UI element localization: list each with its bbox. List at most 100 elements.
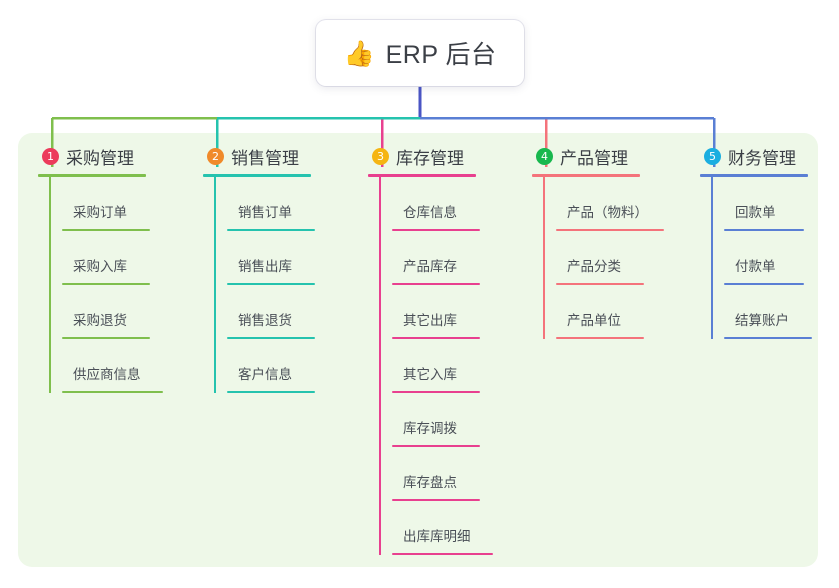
child-label: 产品分类: [567, 259, 621, 274]
branch-number-badge: 2: [207, 147, 224, 165]
branch-number-badge: 5: [704, 147, 721, 165]
child-underline: [556, 337, 644, 339]
child-label: 产品库存: [403, 259, 457, 274]
branch-header-2[interactable]: 2 销售管理: [203, 143, 311, 169]
branch-header-1[interactable]: 1 采购管理: [38, 143, 146, 169]
child-underline: [556, 283, 644, 285]
branch-spine: [379, 177, 381, 555]
branch-child-item[interactable]: 供应商信息: [62, 339, 163, 393]
branch-child-item[interactable]: 出库库明细: [392, 501, 493, 555]
child-label: 供应商信息: [73, 367, 141, 382]
branch-underline: [700, 174, 808, 177]
child-label: 销售退货: [238, 313, 292, 328]
child-label: 采购退货: [73, 313, 127, 328]
branch-children: 销售订单销售出库销售退货客户信息: [214, 177, 315, 393]
branch-children: 回款单付款单结算账户: [711, 177, 812, 339]
branch-children: 采购订单采购入库采购退货供应商信息: [49, 177, 163, 393]
child-label: 销售出库: [238, 259, 292, 274]
branch-child-item[interactable]: 销售退货: [227, 285, 315, 339]
branch-number-badge: 4: [536, 147, 553, 165]
branch-child-item[interactable]: 采购退货: [62, 285, 150, 339]
branch-child-item[interactable]: 采购订单: [62, 177, 150, 231]
branch-title: 销售管理: [231, 148, 299, 168]
branch-header-4[interactable]: 4 产品管理: [532, 143, 640, 169]
child-underline: [556, 229, 664, 231]
child-label: 采购订单: [73, 205, 127, 220]
child-label: 销售订单: [238, 205, 292, 220]
branch-underline: [368, 174, 476, 177]
branch-child-item[interactable]: 付款单: [724, 231, 808, 285]
child-underline: [392, 229, 480, 231]
root-node-card[interactable]: 👍 ERP 后台: [316, 20, 524, 86]
branch-title: 产品管理: [560, 148, 628, 168]
child-label: 结算账户: [735, 313, 789, 328]
child-underline: [724, 283, 804, 285]
child-label: 出库库明细: [403, 529, 471, 544]
child-underline: [392, 337, 480, 339]
child-underline: [62, 391, 163, 393]
child-underline: [392, 553, 493, 555]
child-label: 客户信息: [238, 367, 292, 382]
branch-column-3: 3 库存管理仓库信息产品库存其它出库其它入库库存调拨库存盘点出库库明细: [368, 143, 493, 555]
branch-child-item[interactable]: 销售出库: [227, 231, 315, 285]
branch-title: 采购管理: [66, 148, 134, 168]
branch-underline: [38, 174, 146, 177]
child-underline: [392, 391, 480, 393]
branch-child-item[interactable]: 仓库信息: [392, 177, 480, 231]
branch-children: 产品（物料） 产品分类产品单位: [543, 177, 664, 339]
child-underline: [62, 283, 150, 285]
branch-child-item[interactable]: 产品库存: [392, 231, 480, 285]
child-underline: [227, 229, 315, 231]
child-label: 库存调拨: [403, 421, 457, 436]
child-label: 其它入库: [403, 367, 457, 382]
branch-column-1: 1 采购管理采购订单采购入库采购退货供应商信息: [38, 143, 163, 393]
branch-underline: [203, 174, 311, 177]
child-label: 仓库信息: [403, 205, 457, 220]
child-underline: [724, 229, 804, 231]
branch-title: 财务管理: [728, 148, 796, 168]
child-underline: [227, 391, 315, 393]
branch-child-item[interactable]: 回款单: [724, 177, 808, 231]
branch-column-2: 2 销售管理销售订单销售出库销售退货客户信息: [203, 143, 315, 393]
thumbs-up-icon: 👍: [343, 39, 375, 68]
branch-child-item[interactable]: 产品分类: [556, 231, 644, 285]
branch-child-item[interactable]: 结算账户: [724, 285, 812, 339]
child-label: 其它出库: [403, 313, 457, 328]
child-underline: [392, 499, 480, 501]
child-label: 付款单: [735, 259, 776, 274]
branch-header-5[interactable]: 5 财务管理: [700, 143, 808, 169]
child-label: 库存盘点: [403, 475, 457, 490]
branch-child-item[interactable]: 产品（物料）: [556, 177, 664, 231]
root-node-title: ERP 后台: [385, 41, 497, 69]
branch-spine: [711, 177, 713, 339]
branch-number-badge: 1: [42, 147, 59, 165]
branch-header-3[interactable]: 3 库存管理: [368, 143, 476, 169]
branch-spine: [214, 177, 216, 393]
branch-spine: [49, 177, 51, 393]
branch-child-item[interactable]: 其它出库: [392, 285, 480, 339]
branch-child-item[interactable]: 其它入库: [392, 339, 480, 393]
child-underline: [227, 283, 315, 285]
branch-child-item[interactable]: 库存盘点: [392, 447, 480, 501]
branch-child-item[interactable]: 库存调拨: [392, 393, 480, 447]
child-underline: [62, 337, 150, 339]
branch-spine: [543, 177, 545, 339]
branch-column-5: 5 财务管理回款单付款单结算账户: [700, 143, 812, 339]
branches-panel: [18, 133, 818, 567]
child-underline: [227, 337, 315, 339]
branch-child-item[interactable]: 采购入库: [62, 231, 150, 285]
branch-column-4: 4 产品管理产品（物料） 产品分类产品单位: [532, 143, 664, 339]
branch-children: 仓库信息产品库存其它出库其它入库库存调拨库存盘点出库库明细: [379, 177, 493, 555]
branch-number-badge: 3: [372, 147, 389, 165]
child-underline: [392, 445, 480, 447]
branch-child-item[interactable]: 销售订单: [227, 177, 315, 231]
child-label: 产品单位: [567, 313, 621, 328]
branch-child-item[interactable]: 客户信息: [227, 339, 315, 393]
child-label: 产品（物料）: [567, 205, 648, 220]
child-underline: [392, 283, 480, 285]
branch-underline: [532, 174, 640, 177]
child-underline: [724, 337, 812, 339]
branch-title: 库存管理: [396, 148, 464, 168]
branch-child-item[interactable]: 产品单位: [556, 285, 644, 339]
